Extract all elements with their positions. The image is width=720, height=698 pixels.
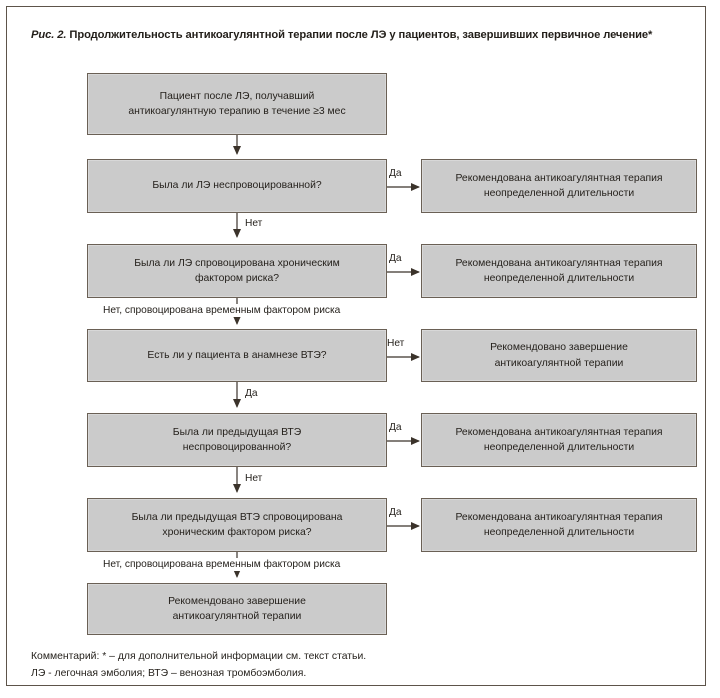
flowchart: Пациент после ЛЭ, получавший антикоагуля… [7, 7, 707, 687]
edge-label-q1-yes: Да [389, 168, 402, 179]
edge-label-q2-yes: Да [389, 253, 402, 264]
figure-number: Рис. 2. [31, 29, 67, 41]
figure-title: Рис. 2. Продолжительность антикоагулянтн… [31, 27, 681, 44]
edge-label-q3-yes: Да [245, 388, 258, 399]
node-question-prev-vte-unprovoked[interactable]: Была ли предыдущая ВТЭ неспровоцированно… [87, 413, 387, 467]
node-outcome-indefinite-1[interactable]: Рекомендована антикоагулянтная терапия н… [421, 159, 697, 213]
edge-label-q5-yes: Да [389, 507, 402, 518]
edge-label-q4-no: Нет [245, 473, 263, 484]
node-outcome-indefinite-4-label: Рекомендована антикоагулянтная терапия н… [455, 511, 663, 539]
edge-label-q5-no: Нет, спровоцирована временным фактором р… [102, 558, 342, 571]
figure-frame: Рис. 2. Продолжительность антикоагулянтн… [6, 6, 706, 686]
node-question-vte-history[interactable]: Есть ли у пациента в анамнезе ВТЭ? [87, 329, 387, 382]
node-question-prev-vte-chronic-risk[interactable]: Была ли предыдущая ВТЭ спровоцирована хр… [87, 498, 387, 552]
node-question-prev-vte-chronic-risk-label: Была ли предыдущая ВТЭ спровоцирована хр… [131, 511, 343, 539]
node-outcome-stop-1[interactable]: Рекомендовано завершение антикоагулянтно… [421, 329, 697, 382]
node-question-pe-unprovoked-label: Была ли ЛЭ неспровоцированной? [152, 180, 322, 192]
node-end-label: Рекомендовано завершение антикоагулянтно… [168, 595, 306, 623]
edge-label-q1-no: Нет [245, 218, 263, 229]
figure-title-text: Продолжительность антикоагулянтной терап… [69, 29, 653, 41]
footnote-abbreviations: ЛЭ - легочная эмболия; ВТЭ – венозная тр… [31, 668, 307, 679]
node-question-chronic-risk-label: Была ли ЛЭ спровоцирована хроническим фа… [134, 257, 340, 285]
footnote-comment: Комментарий: * – для дополнительной инфо… [31, 651, 367, 662]
node-question-prev-vte-unprovoked-label: Была ли предыдущая ВТЭ неспровоцированно… [172, 426, 302, 454]
node-question-chronic-risk[interactable]: Была ли ЛЭ спровоцирована хроническим фа… [87, 244, 387, 298]
node-outcome-indefinite-3[interactable]: Рекомендована антикоагулянтная терапия н… [421, 413, 697, 467]
node-question-vte-history-label: Есть ли у пациента в анамнезе ВТЭ? [147, 349, 327, 361]
edge-label-q2-no: Нет, спровоцирована временным фактором р… [102, 304, 342, 317]
node-question-pe-unprovoked[interactable]: Была ли ЛЭ неспровоцированной? [87, 159, 387, 213]
node-outcome-indefinite-2[interactable]: Рекомендована антикоагулянтная терапия н… [421, 244, 697, 298]
node-outcome-indefinite-2-label: Рекомендована антикоагулянтная терапия н… [455, 257, 663, 285]
edge-label-q4-yes: Да [389, 422, 402, 433]
node-end[interactable]: Рекомендовано завершение антикоагулянтно… [87, 583, 387, 635]
node-outcome-indefinite-3-label: Рекомендована антикоагулянтная терапия н… [455, 426, 663, 454]
node-start-label: Пациент после ЛЭ, получавший антикоагуля… [128, 90, 346, 118]
edge-label-q3-no: Нет [387, 338, 405, 349]
node-outcome-stop-1-label: Рекомендовано завершение антикоагулянтно… [490, 342, 628, 369]
node-outcome-indefinite-1-label: Рекомендована антикоагулянтная терапия н… [455, 172, 663, 200]
node-outcome-indefinite-4[interactable]: Рекомендована антикоагулянтная терапия н… [421, 498, 697, 552]
node-start[interactable]: Пациент после ЛЭ, получавший антикоагуля… [87, 73, 387, 135]
